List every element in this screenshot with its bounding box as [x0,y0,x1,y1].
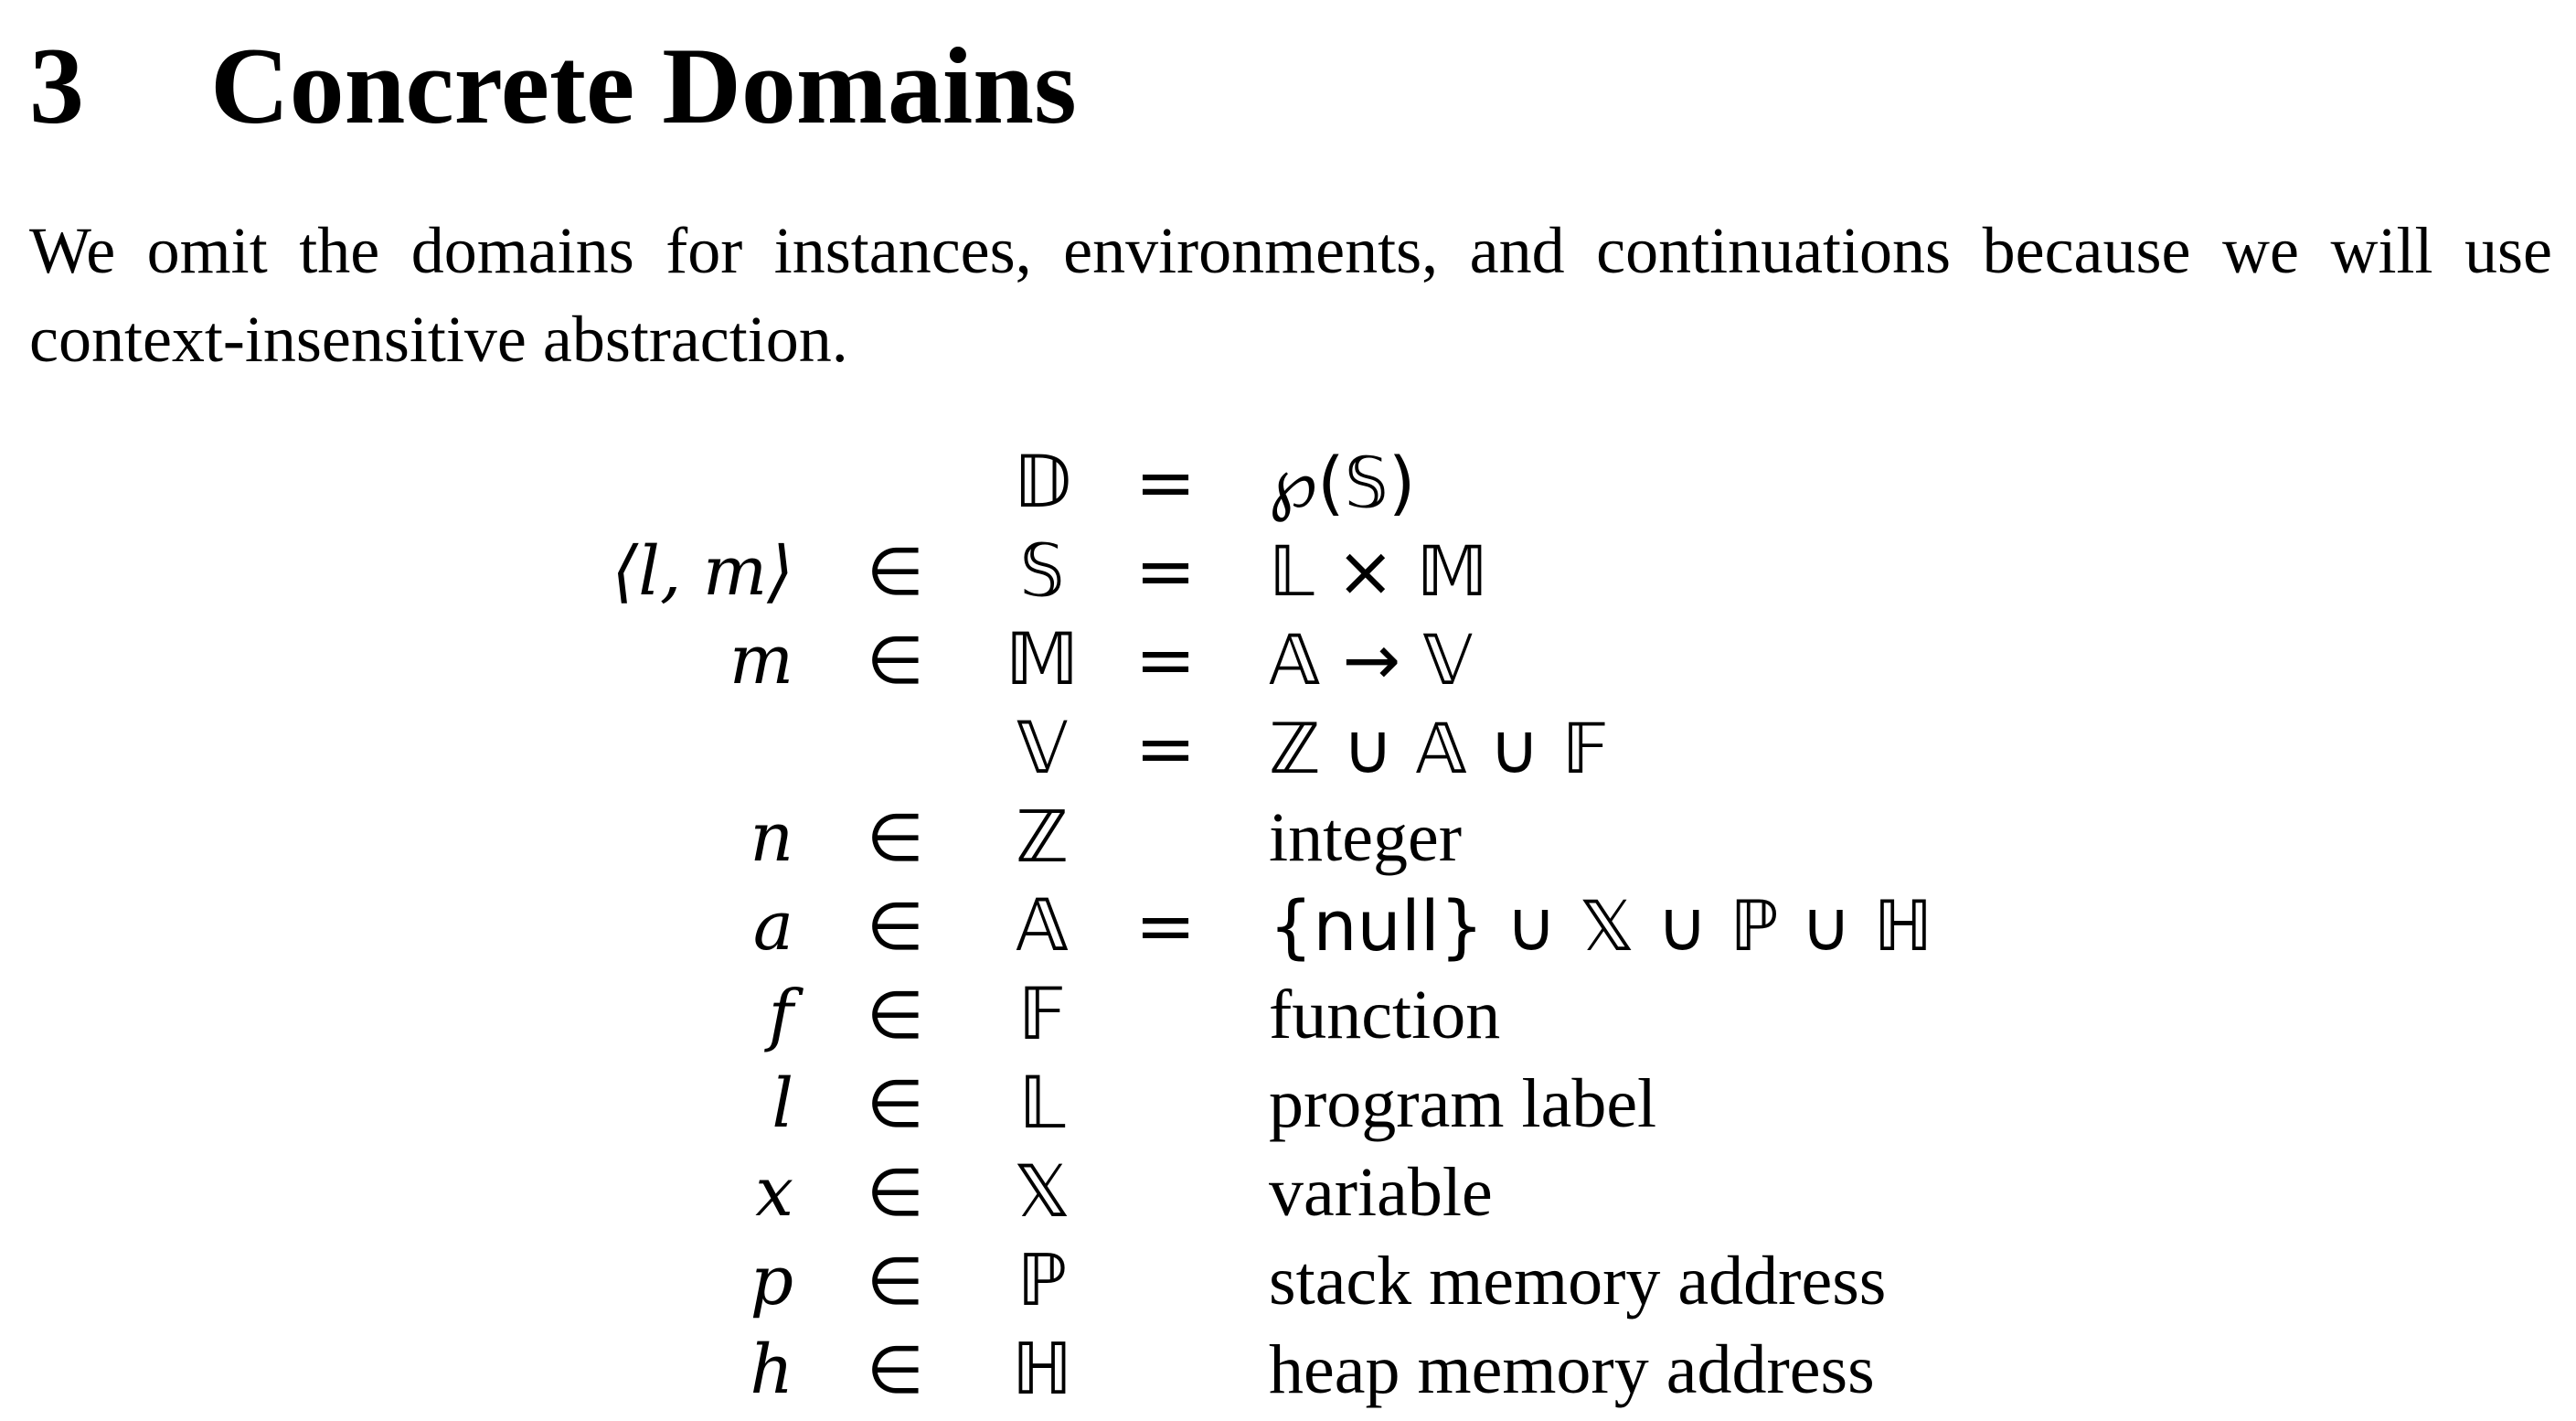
domain-row: ⟨l, m⟩ ∈ 𝕊 = 𝕃 × 𝕄 [0,528,2576,615]
domain-set: 𝕏 [1013,1151,1071,1234]
domain-set: 𝕄 [1006,619,1079,701]
domain-variable: ⟨l, m⟩ [612,532,793,611]
equals-symbol: = [1134,706,1197,791]
element-of-symbol: ∈ [867,622,924,699]
domain-description: heap memory address [1269,1331,1875,1408]
domain-variable: f [768,976,793,1054]
domain-set: 𝔽 [1017,974,1067,1056]
domain-row: h ∈ ℍ heap memory address [0,1326,2576,1414]
domain-definition: ℘(𝕊) [1269,442,1416,523]
domain-variable: p [750,1242,793,1320]
domain-row: m ∈ 𝕄 = 𝔸 → 𝕍 [0,616,2576,704]
section-heading: 3 Concrete Domains [29,22,1077,150]
equals-symbol [1134,971,1198,1059]
domain-description: variable [1269,1154,1493,1231]
element-of-symbol [867,705,921,793]
domain-row: p ∈ ℙ stack memory address [0,1237,2576,1325]
domain-row: n ∈ ℤ integer [0,794,2576,881]
domain-row: x ∈ 𝕏 variable [0,1149,2576,1236]
equals-symbol: = [1134,617,1197,702]
domain-description: integer [1269,799,1463,876]
domain-set: 𝕊 [1019,530,1065,613]
domain-set: ℤ [1015,796,1070,879]
equals-symbol: = [1134,529,1197,614]
domain-row: 𝔻 = ℘(𝕊) [0,439,2576,527]
element-of-symbol: ∈ [867,799,924,876]
element-of-symbol: ∈ [867,1331,924,1408]
domain-row: l ∈ 𝕃 program label [0,1060,2576,1148]
equals-symbol: = [1134,883,1197,968]
domain-set: 𝔻 [1013,442,1071,524]
domain-set: 𝕍 [1016,708,1069,790]
domain-definition: 𝔸 → 𝕍 [1269,619,1474,700]
domain-row: 𝕍 = ℤ ∪ 𝔸 ∪ 𝔽 [0,705,2576,793]
equals-symbol: = [1134,440,1197,525]
domain-definitions-table: 𝔻 = ℘(𝕊) ⟨l, m⟩ ∈ 𝕊 = 𝕃 × 𝕄 m ∈ 𝕄 = 𝔸 → … [0,439,2576,1411]
element-of-symbol [867,439,921,527]
domain-description: stack memory address [1269,1243,1887,1320]
domain-row: a ∈ 𝔸 = {null} ∪ 𝕏 ∪ ℙ ∪ ℍ [0,882,2576,970]
element-of-symbol: ∈ [867,1065,924,1142]
domain-set: ℍ [1011,1329,1073,1411]
section-number: 3 [29,25,84,146]
domain-description: function [1269,977,1501,1053]
equals-symbol [1134,1326,1198,1414]
domain-description: program label [1269,1065,1657,1142]
domain-definition: 𝕃 × 𝕄 [1269,530,1488,612]
domain-set: ℙ [1017,1240,1068,1322]
intro-paragraph: We omit the domains for instances, envir… [29,214,2552,376]
element-of-symbol: ∈ [867,533,924,610]
domain-definition: {null} ∪ 𝕏 ∪ ℙ ∪ ℍ [1269,885,1933,967]
domain-set: 𝔸 [1016,885,1069,967]
domain-definition: ℤ ∪ 𝔸 ∪ 𝔽 [1269,708,1609,789]
domain-variable: n [750,798,793,877]
element-of-symbol: ∈ [867,1243,924,1320]
equals-symbol [1134,1149,1198,1236]
element-of-symbol: ∈ [867,1154,924,1231]
element-of-symbol: ∈ [867,888,924,965]
domain-variable: l [772,1064,793,1143]
equals-symbol [1134,1060,1198,1148]
domain-variable: x [755,1153,793,1232]
element-of-symbol: ∈ [867,977,924,1053]
domain-variable: a [752,887,793,966]
domain-variable: m [729,621,793,700]
section-title: Concrete Domains [210,25,1077,146]
equals-symbol [1134,1237,1198,1325]
domain-row: f ∈ 𝔽 function [0,971,2576,1059]
equals-symbol [1134,794,1198,881]
domain-set: 𝕃 [1018,1063,1066,1145]
domain-variable: h [750,1330,793,1409]
